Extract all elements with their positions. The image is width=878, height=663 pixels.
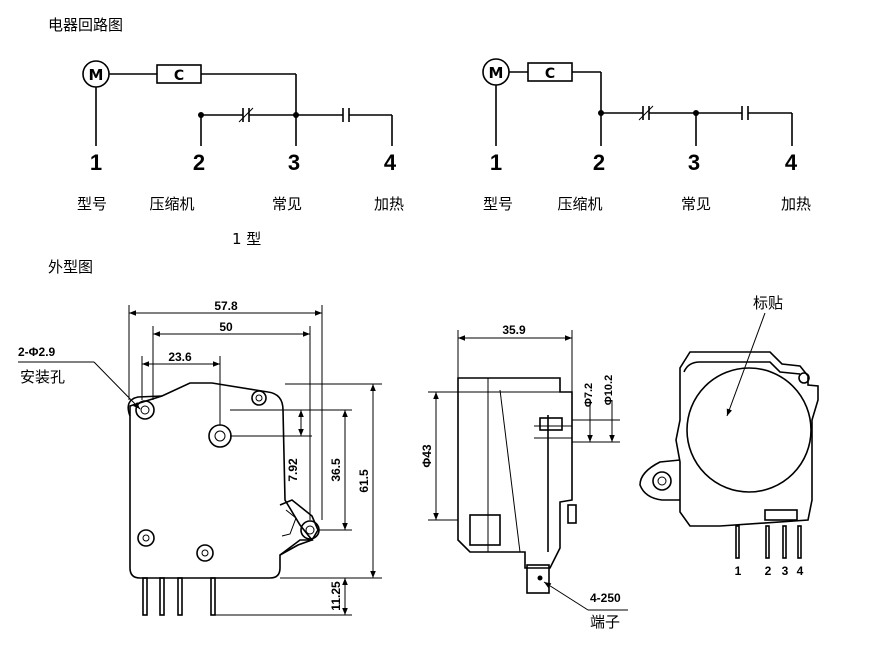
motor-label: M [89,66,104,84]
dim-pin-length: 11.25 [329,581,343,611]
dim-height-total: 61.5 [357,469,371,493]
circuit-right: M C 1 2 3 4 型号 压缩机 常见 加热 [482,58,811,213]
label-compressor: 压缩机 [557,195,602,213]
label-compressor: 压缩机 [149,195,194,213]
capacitor-label: C [545,66,555,82]
terminal-1: 1 [490,150,502,175]
terminal-3: 3 [688,150,700,175]
right-pin-2: 2 [765,564,772,578]
terminal-2: 2 [593,150,605,175]
type-label: 1 型 [232,230,261,248]
dim-shaft-d2: Φ10.2 [603,375,615,405]
dim-width-holes: 50 [219,320,233,334]
dim-side-depth: 35.9 [502,323,526,337]
sticker-area [686,367,812,493]
circuit-heading: 电器回路图 [48,16,123,34]
label-model: 型号 [483,195,513,213]
outline-heading: 外型图 [48,258,93,276]
side-view: 35.9 Φ43 Φ7.2 Φ10.2 4-250 端子 [420,323,628,631]
circuit-left: M C 1 2 3 4 型号 压缩机 常见 加热 [77,60,404,213]
terminal-1: 1 [90,150,102,175]
label-common: 常见 [272,195,302,213]
mount-holes-spec: 2-Φ2.9 [18,345,56,359]
terminal-tab [526,564,550,594]
label-model: 型号 [77,195,107,213]
capacitor-label: C [174,68,184,84]
dim-side-height: Φ43 [420,444,434,468]
mount-holes-label: 安装孔 [20,368,65,386]
terminal-label: 端子 [590,613,620,631]
terminal-4: 4 [785,150,798,175]
mount-hole [652,471,672,491]
right-pin-4: 4 [797,564,804,578]
sticker-label: 标贴 [753,294,783,312]
mount-hole-left [135,400,155,420]
dim-shaft-d1: Φ7.2 [583,383,595,407]
right-pin-1: 1 [735,564,742,578]
motor-label: M [489,64,504,82]
dim-width-total: 57.8 [214,299,238,313]
dim-height-small: 7.92 [286,458,300,482]
label-common: 常见 [681,195,711,213]
terminal-3: 3 [288,150,300,175]
label-heater: 加热 [781,195,811,213]
terminal-2: 2 [193,150,205,175]
front-view: 57.8 50 23.6 61.5 36.5 7.92 11.25 2-Φ2.9… [18,299,382,616]
right-pin-3: 3 [782,564,789,578]
terminal-4: 4 [384,150,397,175]
dim-height-mid: 36.5 [329,458,343,482]
dim-offset: 23.6 [168,350,192,364]
right-view: 1 2 3 4 标贴 [639,294,819,578]
terminal-spec: 4-250 [590,591,621,605]
label-heater: 加热 [374,195,404,213]
